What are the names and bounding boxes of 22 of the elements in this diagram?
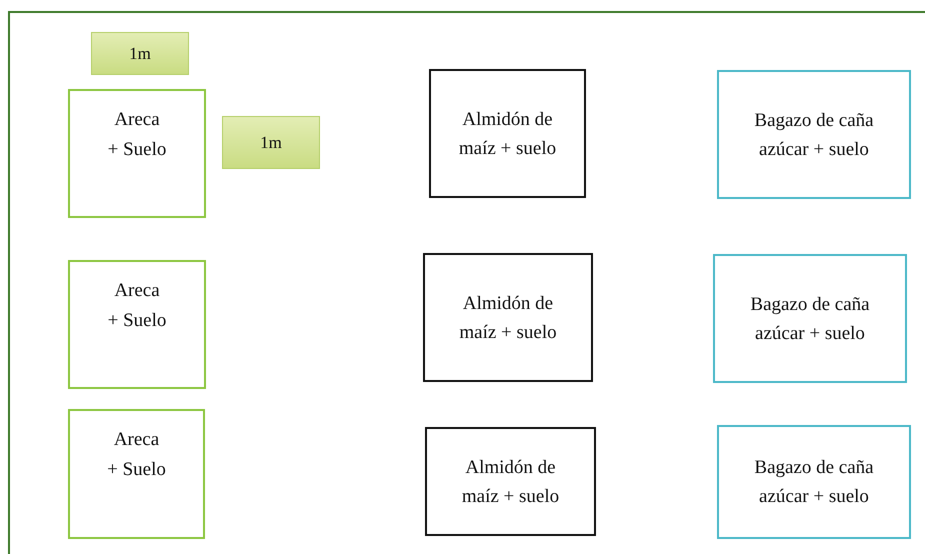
plot-box: [717, 70, 911, 199]
plot-box: [717, 425, 911, 539]
plot-label: Areca + Suelo: [107, 279, 167, 333]
plot-label: 1m: [129, 44, 151, 64]
dimension-label: [222, 116, 320, 169]
plot-label: Bagazo de caña azúcar + suelo: [753, 456, 875, 509]
plot-label: Bagazo de caña azúcar + suelo: [749, 292, 871, 346]
plot-box: [423, 253, 593, 382]
plot-box: [68, 260, 206, 389]
plot-label: Areca + Suelo: [107, 108, 167, 162]
plot-box: [425, 427, 596, 536]
plot-label: Areca + Suelo: [106, 428, 166, 482]
plot-box: [713, 254, 907, 383]
plot-box: [68, 89, 206, 218]
plot-box: [68, 409, 205, 539]
dimension-label: [91, 32, 189, 75]
plot-label: Almidón de maíz + suelo: [458, 292, 558, 344]
plot-label: Almidón de maíz + suelo: [460, 456, 560, 508]
plot-box: [429, 69, 586, 198]
plot-label: 1m: [260, 132, 282, 152]
plot-label: Almidón de maíz + suelo: [458, 108, 558, 160]
plot-label: Bagazo de caña azúcar + suelo: [753, 108, 875, 162]
